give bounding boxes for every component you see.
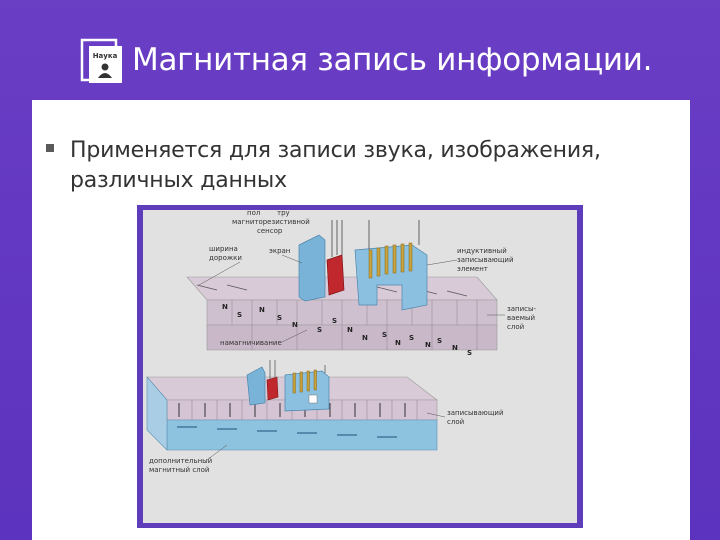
pole-label: N [347,326,353,334]
label-recorded-b: ваемый [507,314,535,322]
label-recorded-a: записы- [507,305,537,313]
bullet-square-icon [46,144,54,152]
pole-label: S [237,311,242,319]
top-write-head [298,220,428,311]
pole-label: N [425,341,431,349]
bottom-write-head [246,360,330,412]
bullet-item: Применяется для записи звука, изображени… [46,136,676,196]
label-soft-layer-a: дополнительный [149,457,212,465]
pole-label: S [382,331,387,339]
content-panel: Применяется для записи звука, изображени… [32,100,690,540]
bullet-text: Применяется для записи звука, изображени… [70,138,601,193]
pole-label: N [292,321,298,329]
science-logo-icon: Наука [80,38,124,84]
label-inductive-c: элемент [457,265,488,273]
label-soft-layer-b: магнитный слой [149,466,209,474]
logo-text: Наука [93,52,118,60]
label-tracks-a: ширина [209,245,238,253]
pole-label: S [409,334,414,342]
magnetic-recording-diagram: N S N S N S S N N S N S N S N S [137,205,583,528]
label-perp-layer-b: слой [447,418,464,426]
label-tracks-b: дорожки [209,254,242,262]
label-inductive-a: индуктивный [457,247,507,255]
label-head-d: сенсор [257,227,283,235]
pole-label: N [259,306,265,314]
slide-title: Магнитная запись информации. [132,42,653,78]
label-head-b: тру [277,209,290,217]
pole-label: N [362,334,368,342]
pole-label: S [277,314,282,322]
pole-label: N [222,303,228,311]
pole-label: S [332,317,337,325]
pole-label: S [467,349,472,357]
label-shield: экран [269,247,290,255]
label-head-c: магниторезистивной [232,218,310,226]
label-recorded-c: слой [507,323,524,331]
pole-label: N [395,339,401,347]
label-inductive-b: записывающий [457,256,514,264]
slide-header: Наука Магнитная запись информации. [0,0,720,100]
label-perp-layer-a: записывающий [447,409,504,417]
pole-label: S [437,337,442,345]
pole-label: S [317,326,322,334]
label-magnetization: намагничивание [220,339,282,347]
longitudinal-tape: N S N S N S S N N S N S N S N S [186,276,498,357]
label-head-a: пол [247,209,260,217]
perpendicular-media [146,376,438,451]
pole-label: N [452,344,458,352]
